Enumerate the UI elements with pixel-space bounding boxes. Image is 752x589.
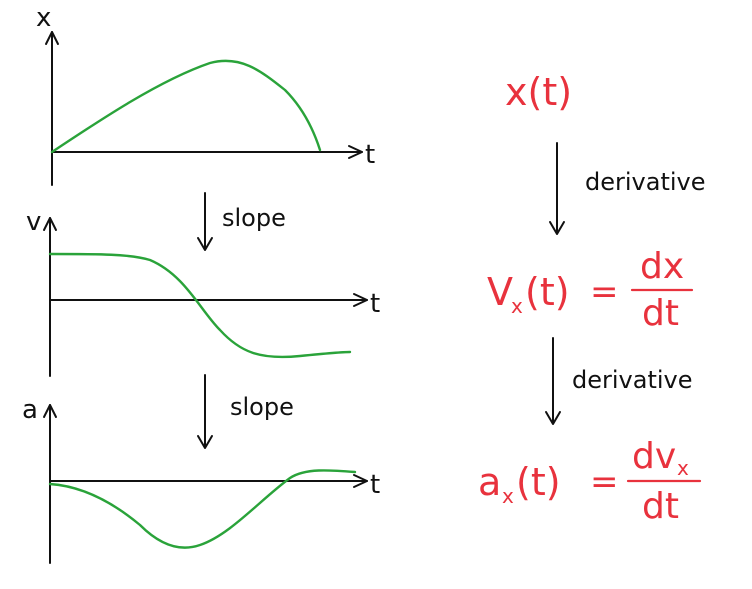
equation-acceleration-numerator-subscript: x <box>677 456 689 480</box>
equation-position-text: x(t) <box>505 70 572 114</box>
equation-velocity-argument: (t) <box>525 270 570 314</box>
position-curve <box>50 59 322 154</box>
position-t-axis-arrowhead <box>348 145 363 159</box>
equation-acceleration-argument: (t) <box>516 460 561 504</box>
equation-acceleration-denominator: dt <box>642 486 679 527</box>
equation-position: x(t) <box>505 70 572 114</box>
velocity-t-label: t <box>370 289 380 319</box>
derivative-arrow-1-head <box>549 221 565 235</box>
position-t-label: t <box>365 140 375 170</box>
equation-velocity-subscript: x <box>511 294 523 318</box>
derivative-label-2: derivative <box>572 366 693 394</box>
equation-acceleration-numerator: dv <box>632 436 676 477</box>
velocity-t-axis-arrowhead <box>353 293 368 307</box>
derivative-arrow-2: derivative <box>545 337 693 425</box>
equation-acceleration-symbol: a <box>478 460 501 504</box>
equation-acceleration-equals: = <box>590 462 619 502</box>
equation-velocity-denominator: dt <box>642 293 679 334</box>
position-y-label: x <box>36 3 51 33</box>
velocity-y-label: v <box>26 207 41 237</box>
velocity-y-axis-arrowhead <box>43 217 57 231</box>
position-y-axis-arrowhead <box>45 31 59 45</box>
equation-acceleration: a x (t) = dv x dt <box>478 436 702 527</box>
derivative-arrow-1: derivative <box>549 142 706 235</box>
acceleration-t-axis-arrowhead <box>353 474 368 488</box>
velocity-curve <box>48 252 352 359</box>
equation-velocity-equals: = <box>590 272 619 312</box>
derivative-label-1: derivative <box>585 168 706 196</box>
equation-velocity-symbol: V <box>487 270 513 314</box>
slope-arrow-1: slope <box>197 192 286 251</box>
slope-label-2: slope <box>230 393 294 421</box>
acceleration-graph: a t <box>22 395 380 564</box>
equation-acceleration-subscript: x <box>502 484 514 508</box>
derivative-arrow-2-head <box>545 411 561 425</box>
slope-label-1: slope <box>222 204 286 232</box>
acceleration-curve <box>48 469 357 549</box>
equation-velocity-numerator: dx <box>640 246 684 287</box>
slope-arrow-2-head <box>197 435 213 449</box>
slope-arrow-1-head <box>197 237 213 251</box>
velocity-graph: v t <box>26 207 380 377</box>
acceleration-y-axis-arrowhead <box>43 404 57 418</box>
slope-arrow-2: slope <box>197 374 294 449</box>
acceleration-t-label: t <box>370 470 380 500</box>
acceleration-y-label: a <box>22 395 38 425</box>
position-graph: x t <box>36 3 375 186</box>
equation-velocity: V x (t) = dx dt <box>487 246 694 334</box>
